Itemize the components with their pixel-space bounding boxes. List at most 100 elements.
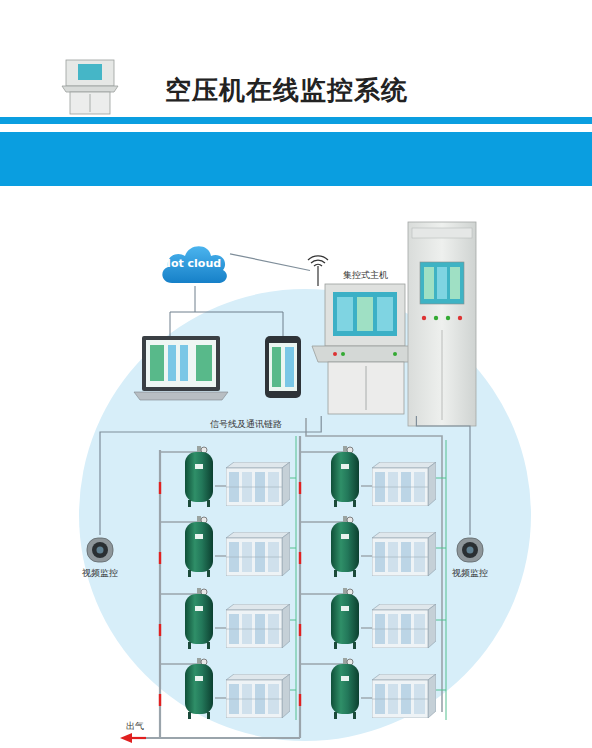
air-compressor [372, 674, 436, 718]
air-compressor [372, 462, 436, 506]
screen-tile [168, 345, 176, 381]
console-desk [312, 346, 418, 362]
node-label: 视频监控 [444, 567, 496, 580]
cabinet-lamp [434, 316, 438, 320]
screen-tile [180, 345, 188, 381]
air-tank [331, 658, 359, 719]
cloud-wire [170, 286, 195, 336]
comm-line [436, 690, 446, 691]
flow-mark [159, 552, 161, 564]
tank-pipe [300, 521, 345, 523]
cabinet-lamp [422, 316, 426, 320]
screen-tile [337, 297, 353, 331]
control-cabinet [408, 222, 476, 426]
unit-pipe [215, 697, 226, 698]
flow-mark [159, 694, 161, 706]
header-stripe [0, 117, 592, 124]
outlet-arrow [120, 733, 132, 743]
signal-line [416, 416, 470, 535]
console-node: 集控式主机 [310, 266, 422, 416]
node-label: Iot cloud [158, 257, 230, 270]
cloud-wire [195, 312, 283, 336]
cabinet-lamp [458, 316, 462, 320]
icon-desk [62, 86, 118, 92]
unit-pipe [215, 627, 226, 628]
air-tank [185, 658, 213, 719]
camera-glass [97, 547, 104, 554]
cabinet-lamp [446, 316, 450, 320]
air-compressor [226, 462, 290, 506]
screen-tile [450, 267, 460, 299]
console-housing [325, 284, 405, 346]
unit-pipe [215, 485, 226, 486]
console-body [328, 362, 404, 414]
air-tank [185, 446, 213, 507]
outlet-label: 出气 [126, 720, 144, 733]
unit-pipe [361, 697, 372, 698]
air-compressor [226, 604, 290, 648]
signal-line [100, 416, 321, 535]
edge-label: 信号线及通讯链路 [210, 418, 282, 431]
camera-lens [92, 542, 108, 558]
laptop-bezel [142, 336, 220, 391]
tank-pipe [300, 451, 345, 453]
node-label: 视频监控 [74, 567, 126, 580]
cabinet-screen [420, 262, 464, 304]
comm-line [290, 620, 296, 621]
diagram-title: 空压机在线监控系统 [165, 73, 408, 108]
screen-tile [150, 345, 164, 381]
wifi-arc [314, 264, 322, 266]
air-compressor [226, 532, 290, 576]
flow-mark [159, 624, 161, 636]
comm-line [290, 478, 296, 479]
air-tank [331, 588, 359, 649]
camera-body [457, 538, 483, 562]
console-button [333, 352, 337, 356]
camera-lens [462, 542, 478, 558]
outlet-pipe [126, 737, 300, 739]
flow-mark [159, 482, 161, 494]
air-tank [331, 446, 359, 507]
air-tank [331, 516, 359, 577]
flow-mark [299, 624, 301, 636]
comm-line [290, 690, 296, 691]
node-label: 集控式主机 [343, 269, 388, 282]
comm-line [436, 478, 446, 479]
cabinet-header [412, 228, 472, 238]
air-tank [185, 516, 213, 577]
icon-screen-frame [66, 60, 114, 86]
console-button [341, 352, 345, 356]
console-screen [333, 292, 397, 336]
screen-tile [196, 345, 212, 381]
phone-screen [269, 343, 297, 391]
comm-line [306, 418, 442, 712]
air-pipe [299, 436, 301, 738]
cabinet-door [442, 330, 443, 420]
laptop-base [134, 392, 228, 400]
screen-tile [377, 297, 393, 331]
air-tank [185, 588, 213, 649]
tank-pipe [300, 663, 345, 665]
icon-body [70, 92, 110, 114]
screen-tile [272, 347, 281, 387]
phone-body [265, 336, 301, 398]
camera-glass [467, 547, 474, 554]
air-compressor [372, 532, 436, 576]
header-band [0, 132, 592, 186]
wifi-arc [311, 260, 325, 263]
unit-pipe [361, 627, 372, 628]
console-door [366, 366, 367, 410]
screen-tile [424, 267, 434, 299]
camera-node: 视频监控 [444, 535, 496, 585]
comm-line [446, 440, 447, 720]
antenna [317, 266, 318, 286]
flow-mark [299, 552, 301, 564]
air-compressor [226, 674, 290, 718]
screen-tile [437, 267, 447, 299]
flow-mark [299, 694, 301, 706]
